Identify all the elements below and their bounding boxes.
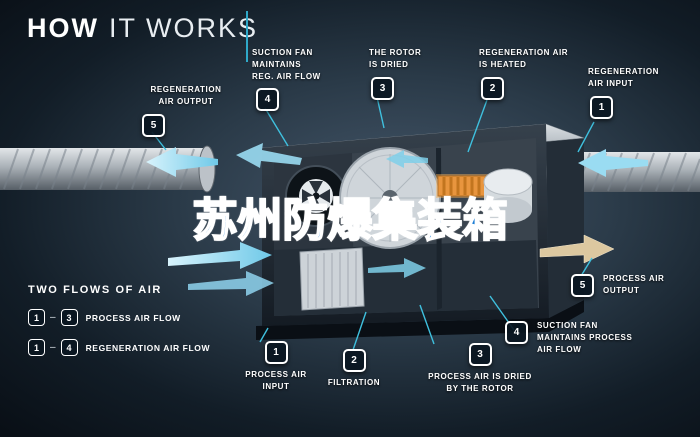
callout-badge-1: 1: [590, 96, 613, 119]
callout-rotor-is-dried: THE ROTOR IS DRIED 3: [369, 47, 421, 100]
interior-arrow-1: [386, 150, 428, 168]
title-light: IT WORKS: [108, 13, 258, 43]
process-input-arrow-2: [188, 271, 274, 296]
callout-process-air-input: 1 PROCESS AIR INPUT: [226, 341, 326, 393]
callout-label: REGENERATION AIR INPUT: [588, 67, 660, 88]
callout-filtration: 2 FILTRATION: [316, 349, 392, 389]
legend-label: PROCESS AIR FLOW: [85, 312, 181, 323]
process-output-arrow: [539, 234, 615, 264]
legend-row-regeneration-air: 1 – 4 REGENERATION AIR FLOW: [28, 339, 210, 356]
legend-badge-3: 3: [60, 309, 78, 326]
callout-regeneration-air-input: REGENERATION AIR INPUT 1: [588, 66, 659, 119]
page-title: HOW IT WORKS: [27, 13, 258, 44]
callout-label: REGENERATION AIR OUTPUT: [150, 85, 222, 106]
filter-box: [299, 247, 365, 311]
watermark-text: 苏州防爆集装箱: [191, 194, 508, 247]
callout-process-air-dried: 3 PROCESS AIR IS DRIED BY THE ROTOR: [400, 343, 560, 395]
callout-badge-2: 2: [481, 77, 504, 100]
callout-suction-fan-process: 4 SUCTION FAN MAINTAINS PROCESS AIR FLOW: [505, 321, 632, 356]
callout-suction-fan-reg: SUCTION FAN MAINTAINS REG. AIR FLOW 4: [252, 47, 321, 111]
title-strong: HOW: [27, 13, 99, 43]
callout-label: REGENERATION AIR IS HEATED: [479, 48, 569, 69]
regen-output-arrow: [146, 147, 218, 177]
callout-label: PROCESS AIR OUTPUT: [603, 274, 665, 295]
legend-two-flows: TWO FLOWS OF AIR 1 – 3 PROCESS AIR FLOW …: [28, 284, 210, 356]
title-divider: [246, 11, 248, 62]
process-input-arrow-1: [168, 242, 272, 269]
callout-badge-5: 5: [142, 114, 165, 137]
legend-row-process-air: 1 – 3 PROCESS AIR FLOW: [28, 309, 210, 326]
legend-label: REGENERATION AIR FLOW: [85, 342, 211, 353]
callout-label: SUCTION FAN MAINTAINS PROCESS AIR FLOW: [537, 321, 633, 354]
regen-input-arrow: [578, 149, 648, 177]
callout-badge-3: 3: [468, 343, 492, 366]
callout-badge-2: 2: [342, 349, 366, 372]
callout-process-air-output: 5 PROCESS AIR OUTPUT: [571, 274, 664, 297]
callout-badge-5: 5: [571, 274, 594, 297]
callout-label: PROCESS AIR IS DRIED BY THE ROTOR: [428, 372, 532, 393]
callout-badge-3: 3: [371, 77, 394, 100]
legend-heading: TWO FLOWS OF AIR: [28, 284, 162, 296]
callout-badge-4: 4: [505, 321, 528, 344]
legend-badge-4: 4: [60, 339, 78, 356]
callout-label: THE ROTOR IS DRIED: [369, 48, 422, 69]
callout-label: PROCESS AIR INPUT: [245, 370, 307, 391]
interior-arrow-2: [368, 258, 426, 278]
callout-connectors: [151, 96, 595, 351]
legend-dash: –: [50, 342, 56, 353]
regen-flow-arrow: [236, 143, 302, 168]
machine-base: [256, 300, 584, 340]
rotor: [339, 147, 441, 249]
machine-body: [256, 123, 585, 340]
callout-label: SUCTION FAN MAINTAINS REG. AIR FLOW: [252, 48, 321, 81]
airflow-arrows: [146, 143, 648, 296]
legend-dash: –: [50, 312, 56, 323]
callout-regeneration-air-heated: REGENERATION AIR IS HEATED 2: [479, 47, 568, 100]
callout-badge-4: 4: [256, 88, 279, 111]
legend-badge-1: 1: [28, 339, 45, 356]
callout-label: FILTRATION: [327, 378, 381, 387]
machine-right-face: [546, 124, 584, 318]
legend-badge-1: 1: [28, 309, 45, 326]
callout-badge-1: 1: [264, 341, 288, 364]
callout-regeneration-air-output: REGENERATION AIR OUTPUT 5: [138, 84, 234, 137]
interior-cylinder: [483, 168, 533, 223]
